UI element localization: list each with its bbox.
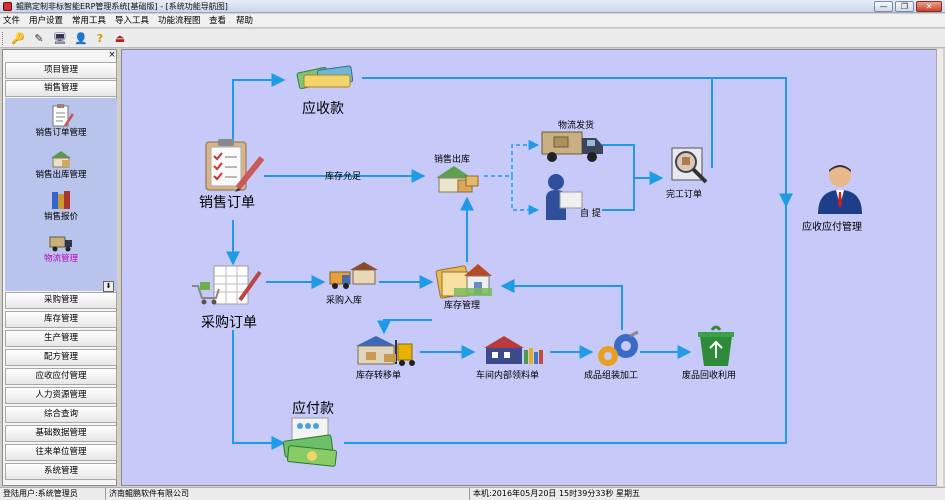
- toolbar-grip[interactable]: [2, 32, 5, 45]
- sub-sales-quote-label: 销售报价: [43, 212, 78, 222]
- scroll-down-icon[interactable]: ⬇: [103, 281, 114, 292]
- waste-recycle-label: 废品回收利用: [682, 371, 737, 381]
- title-bar: 鲲鹏定制非标智能ERP管理系统[基础版] - [系统功能导航图] — ❐ ✕: [0, 0, 945, 13]
- assembly-gears-icon[interactable]: [592, 330, 642, 370]
- nav-general-query[interactable]: 综合查询: [5, 406, 117, 423]
- window-title: 鲲鹏定制非标智能ERP管理系统[基础版] - [系统功能导航图]: [16, 2, 228, 11]
- menu-common-tools[interactable]: 常用工具: [72, 16, 107, 26]
- menu-user-settings[interactable]: 用户设置: [29, 16, 64, 26]
- status-datetime: 本机:2016年05月20日 15时39分33秒 星期五: [473, 489, 641, 498]
- menu-bar: 文件 用户设置 常用工具 导入工具 功能流程图 查看 帮助: [0, 14, 945, 28]
- delivery-truck-icon[interactable]: [540, 128, 606, 164]
- pickup-person-icon[interactable]: [542, 172, 586, 222]
- purchase-inbound-label: 采购入库: [326, 296, 363, 306]
- toolbar: 🔑 ✎ 🖥 👤 ? ⏏: [0, 29, 945, 48]
- nav-system-management[interactable]: 系统管理: [5, 463, 117, 480]
- sales-subpane: 销售订单管理 销售出库管理 销售报价: [5, 98, 117, 292]
- arrow-payable-to-arap: [344, 206, 787, 444]
- inventory-management-label: 库存管理: [444, 301, 481, 311]
- status-bar: 登陆用户:系统管理员 济南鲲鹏软件有限公司 本机:2016年05月20日 15时…: [0, 487, 945, 500]
- wand-icon[interactable]: ✎: [34, 32, 44, 45]
- nav-hr-management[interactable]: 人力资源管理: [5, 387, 117, 404]
- manager-person-icon[interactable]: [814, 162, 866, 216]
- key-icon[interactable]: 🔑: [11, 32, 25, 45]
- menu-help[interactable]: 帮助: [236, 16, 254, 26]
- arrow-outbound-to-pickup: [511, 176, 540, 216]
- nav-sales-management[interactable]: 销售管理: [5, 80, 117, 97]
- nav-base-data-management[interactable]: 基础数据管理: [5, 425, 117, 442]
- menu-file[interactable]: 文件: [3, 16, 21, 26]
- logistics-ship-label: 物流发货: [558, 121, 595, 131]
- purchase-inbound-icon[interactable]: [328, 258, 380, 292]
- sales-outbound-icon: [51, 151, 71, 168]
- ar-ap-management-label: 应收应付管理: [802, 222, 862, 233]
- sub-sales-outbound[interactable]: 销售出库管理: [5, 146, 117, 181]
- nav-purchase-management[interactable]: 采购管理: [5, 292, 117, 309]
- nav-inventory-management[interactable]: 库存管理: [5, 311, 117, 328]
- purchase-order-icon[interactable]: [188, 264, 268, 308]
- status-user: 登陆用户:系统管理员: [0, 488, 106, 500]
- logistics-icon: [49, 236, 72, 252]
- stock-allowed-label: 库存允足: [325, 172, 362, 182]
- completed-order-search-icon[interactable]: [668, 144, 712, 184]
- flowchart-canvas: 应收款 销售订单 库存允足 销售出库 物流发货: [121, 49, 943, 486]
- sales-outbound-label: 销售出库: [434, 155, 471, 165]
- nav-ar-ap-management[interactable]: 应收应付管理: [5, 368, 117, 385]
- recycle-bin-icon[interactable]: [694, 322, 738, 368]
- help-icon[interactable]: ?: [96, 32, 104, 45]
- maximize-button[interactable]: ❐: [895, 1, 914, 12]
- sub-sales-order-label: 销售订单管理: [35, 128, 87, 138]
- sub-logistics-label: 物流管理: [43, 254, 78, 264]
- sub-sales-outbound-label: 销售出库管理: [35, 170, 87, 180]
- sales-order-clipboard-icon[interactable]: [202, 138, 266, 194]
- payable-money-icon[interactable]: [280, 416, 342, 470]
- assembly-label: 成品组装加工: [584, 371, 639, 381]
- arrow-to-receivable: [232, 73, 286, 140]
- status-company: 济南鲲鹏软件有限公司: [106, 488, 470, 500]
- money-stack-icon[interactable]: [292, 62, 362, 92]
- arrow-receivable-to-arap: [362, 77, 793, 208]
- sub-sales-order[interactable]: 销售订单管理: [5, 104, 117, 139]
- arrow-ship-to-complete: [602, 144, 664, 185]
- close-button[interactable]: ✕: [916, 1, 942, 12]
- stock-transfer-label: 库存转移单: [356, 371, 402, 381]
- self-pickup-label: 自 提: [580, 209, 601, 219]
- warehouse-outbound-icon[interactable]: [430, 162, 486, 196]
- app-icon: [3, 2, 12, 11]
- arrow-pickup-to-complete: [602, 178, 635, 211]
- completed-order-label: 完工订单: [666, 190, 703, 200]
- minimize-button[interactable]: —: [874, 1, 893, 12]
- nav-project-management[interactable]: 项目管理: [5, 62, 117, 79]
- sales-order-label: 销售订单: [199, 195, 255, 211]
- panel-close-icon[interactable]: ×: [108, 50, 116, 60]
- payable-label: 应付款: [292, 401, 334, 417]
- inventory-warehouse-icon[interactable]: [434, 258, 496, 300]
- stock-transfer-forklift-icon[interactable]: [354, 332, 420, 368]
- sales-quote-icon: [52, 191, 70, 209]
- arrow-assembly-to-inventory: [500, 279, 623, 330]
- menu-import-tools[interactable]: 导入工具: [115, 16, 150, 26]
- arrow-to-payable: [232, 330, 286, 450]
- workshop-requisition-label: 车间内部领料单: [476, 371, 540, 381]
- workshop-factory-icon[interactable]: [480, 332, 550, 366]
- purchase-order-label: 采购订单: [201, 315, 257, 331]
- flow-arrows: [226, 73, 793, 450]
- sub-sales-quote[interactable]: 销售报价: [5, 188, 117, 223]
- menu-function-flowchart[interactable]: 功能流程图: [158, 16, 201, 26]
- monitor-icon[interactable]: 🖥: [53, 32, 67, 45]
- arrow-inventory-to-transfer: [377, 319, 432, 335]
- nav-partner-management[interactable]: 往来单位管理: [5, 444, 117, 461]
- nav-formula-management[interactable]: 配方管理: [5, 349, 117, 366]
- arrow-outbound-to-ship: [484, 139, 540, 177]
- user-icon[interactable]: 👤: [74, 32, 88, 45]
- navigation-panel: × 项目管理 销售管理 销售订单管理 销售出库管理: [2, 49, 117, 486]
- menu-view[interactable]: 查看: [209, 16, 227, 26]
- sales-order-icon: [52, 104, 75, 127]
- receivable-label: 应收款: [302, 101, 344, 117]
- nav-production-management[interactable]: 生产管理: [5, 330, 117, 347]
- canvas-scrollbar[interactable]: [936, 49, 943, 486]
- sub-logistics[interactable]: 物流管理: [5, 230, 117, 265]
- exit-icon[interactable]: ⏏: [114, 32, 126, 45]
